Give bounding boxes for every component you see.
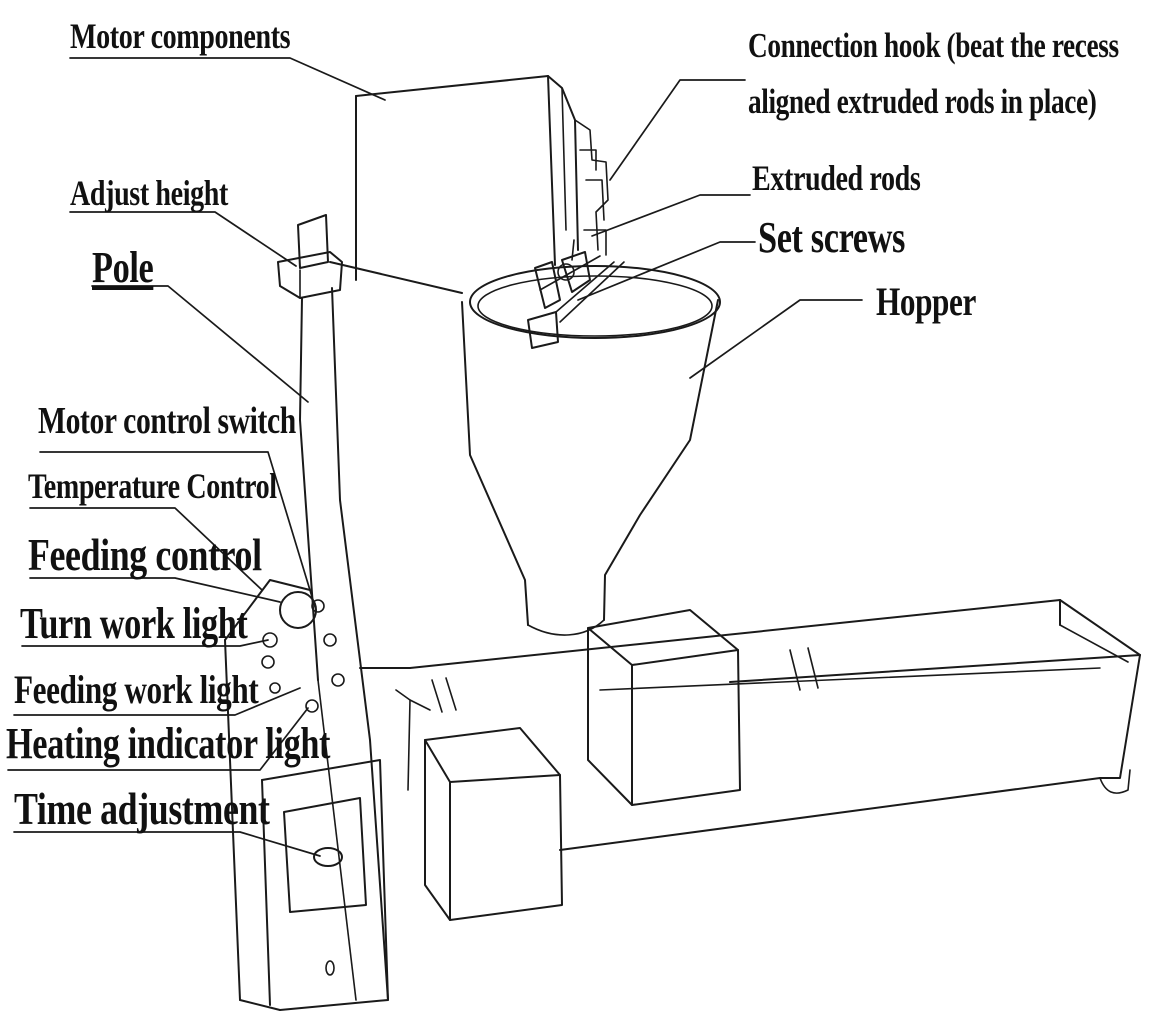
leader-motor-control-switch bbox=[39, 451, 317, 611]
hopper bbox=[461, 265, 721, 636]
height-adjust-bracket bbox=[277, 214, 463, 299]
motor-housing bbox=[355, 75, 609, 281]
fryer-trough bbox=[359, 599, 1141, 851]
label-connection-hook-line2: aligned extruded rods in place) bbox=[748, 82, 1097, 121]
label-connection-hook-line1: Connection hook (beat the recess bbox=[748, 26, 1119, 65]
leader-set-screws bbox=[577, 241, 756, 301]
label-pole: Pole bbox=[92, 243, 154, 292]
label-feeding-work-light: Feeding work light bbox=[14, 667, 259, 712]
label-extruded-rods: Extruded rods bbox=[752, 158, 921, 198]
control-panel bbox=[224, 579, 389, 1011]
label-set-screws: Set screws bbox=[758, 213, 906, 262]
label-temperature-control: Temperature Control bbox=[28, 466, 277, 506]
label-motor-components: Motor components bbox=[70, 16, 291, 56]
leader-temperature-control bbox=[29, 507, 263, 591]
heater-box bbox=[424, 727, 563, 921]
leader-feeding-control bbox=[29, 577, 281, 603]
leader-adjust-height bbox=[69, 211, 297, 267]
extruded-rods-assembly bbox=[527, 239, 625, 349]
pole bbox=[299, 287, 389, 1001]
label-turn-work-light: Turn work light bbox=[20, 599, 248, 648]
leader-time-adjustment bbox=[13, 831, 321, 857]
label-heating-indicator-light: Heating indicator light bbox=[6, 719, 331, 768]
leader-pole bbox=[91, 285, 309, 403]
leader-hopper bbox=[689, 299, 863, 379]
label-adjust-height: Adjust height bbox=[70, 173, 228, 213]
leader-connection-hook bbox=[609, 79, 746, 181]
dispenser-box bbox=[587, 609, 741, 806]
leader-extruded-rods bbox=[591, 194, 751, 237]
leader-turn-work-light bbox=[21, 639, 269, 647]
label-time-adjustment: Time adjustment bbox=[14, 783, 270, 834]
label-hopper: Hopper bbox=[876, 279, 976, 324]
leader-lines bbox=[7, 57, 863, 857]
leader-feeding-work-light bbox=[13, 687, 301, 716]
label-motor-control-switch: Motor control switch bbox=[38, 400, 296, 442]
leader-motor-components bbox=[69, 57, 386, 101]
label-feeding-control: Feeding control bbox=[28, 529, 262, 580]
leader-heating-indicator bbox=[7, 707, 309, 771]
